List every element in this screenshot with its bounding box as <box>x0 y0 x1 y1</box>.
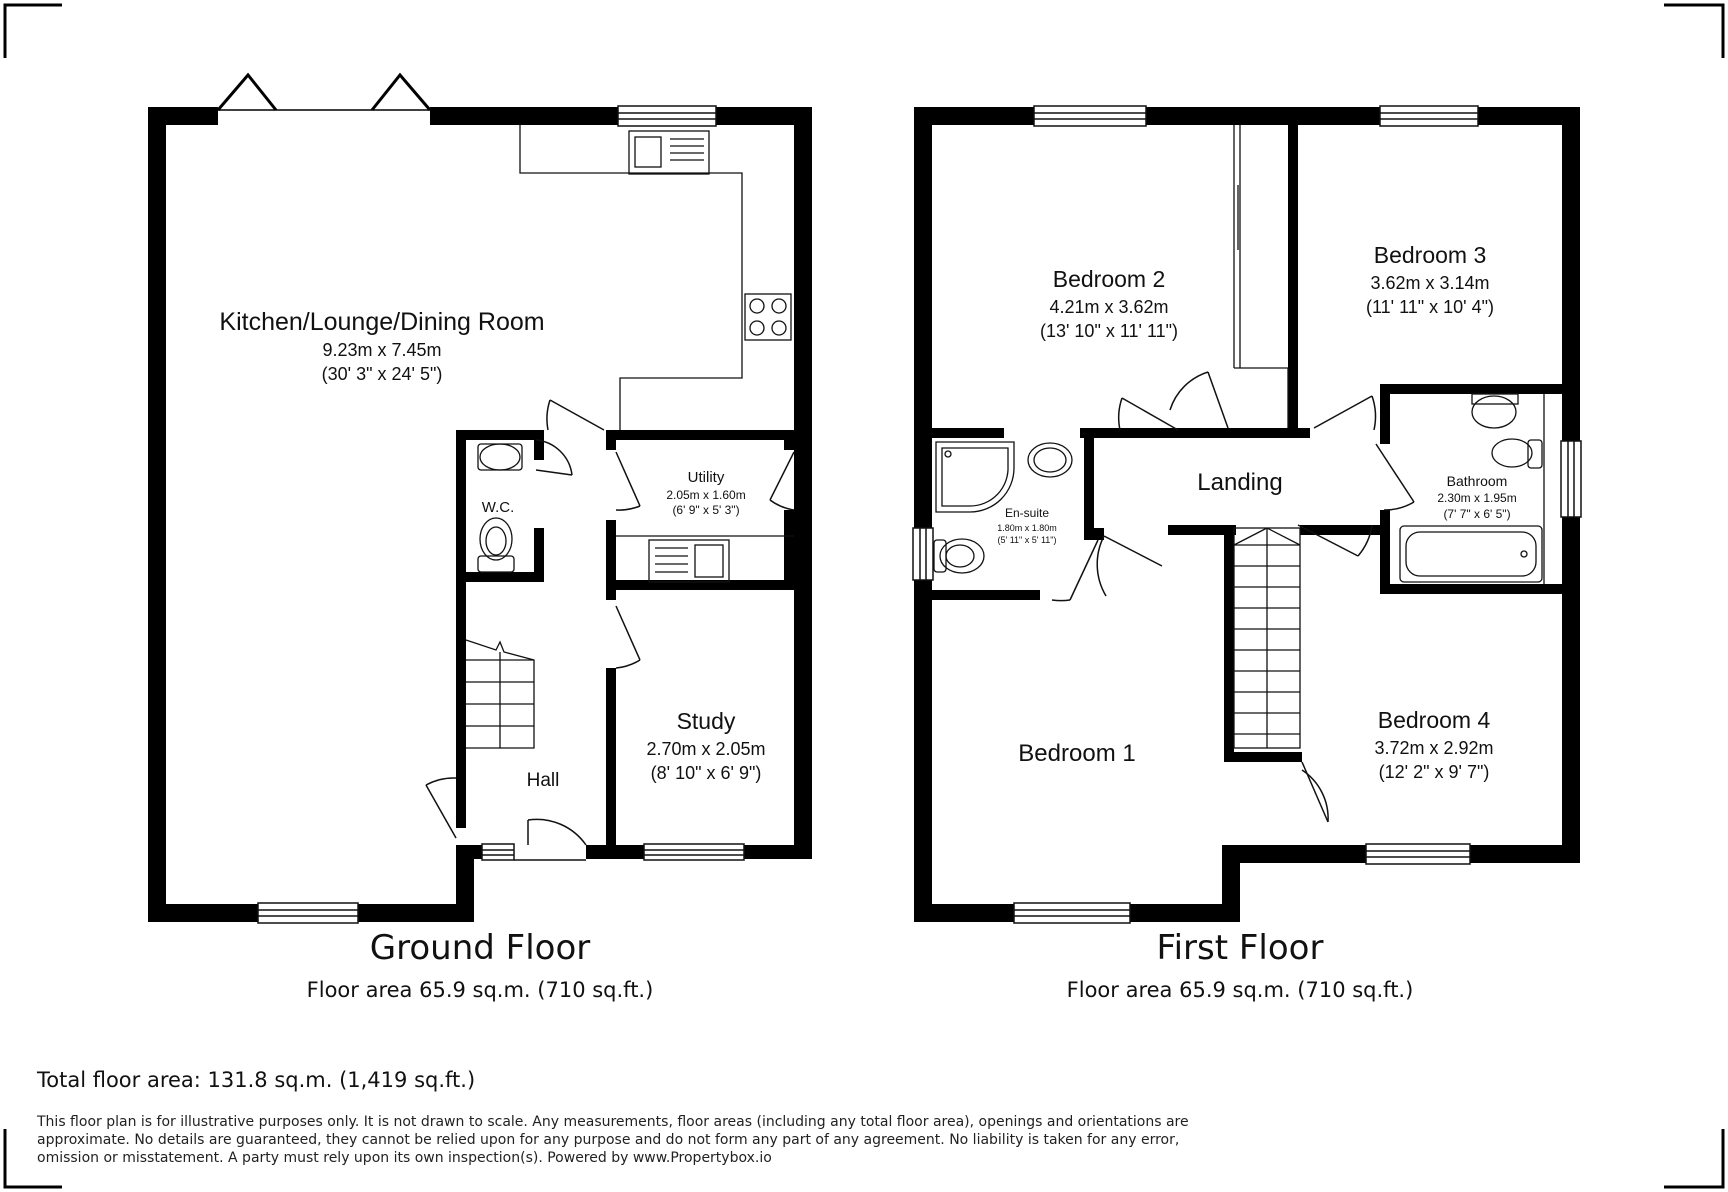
ground-exterior-walls <box>148 107 812 922</box>
room-dims-bedroom2: 4.21m x 3.62m <box>1049 297 1168 317</box>
ground-interior-walls <box>456 430 794 845</box>
room-imperial-bedroom4: (12' 2" x 9' 7") <box>1379 762 1490 782</box>
first-floor-plan <box>912 105 1582 924</box>
first-staircase <box>1233 527 1301 749</box>
ground-staircase <box>465 639 535 749</box>
disclaimer: This floor plan is for illustrative purp… <box>37 1113 1189 1167</box>
utility-worktop <box>616 535 794 583</box>
wc-fixtures <box>477 443 523 573</box>
first-floor-area: Floor area 65.9 sq.m. (710 sq.ft.) <box>1066 978 1414 1002</box>
room-name-kitchen: Kitchen/Lounge/Dining Room <box>219 308 544 336</box>
disclaimer-line-3: omission or misstatement. A party must r… <box>37 1150 772 1166</box>
room-name-study: Study <box>677 708 736 734</box>
room-dims-study: 2.70m x 2.05m <box>646 739 765 759</box>
room-dims-bathroom: 2.30m x 1.95m <box>1437 491 1516 505</box>
room-imperial-bedroom3: (11' 11" x 10' 4") <box>1366 297 1494 317</box>
first-doors <box>1051 371 1415 823</box>
room-imperial-bathroom: (7' 7" x 6' 5") <box>1443 507 1510 521</box>
corner-marks <box>3 3 1725 1189</box>
room-dims-ensuite: 1.80m x 1.80m <box>997 523 1057 533</box>
first-windows <box>912 105 1582 924</box>
kitchen-units <box>519 125 792 430</box>
ground-doors <box>425 399 795 861</box>
room-imperial-study: (8' 10" x 6' 9") <box>651 763 762 783</box>
room-imperial-ensuite: (5' 11" x 5' 11") <box>997 535 1056 545</box>
bathroom-fixtures <box>1399 393 1545 584</box>
total-floor-area: Total floor area: 131.8 sq.m. (1,419 sq.… <box>37 1068 476 1092</box>
room-dims-bedroom4: 3.72m x 2.92m <box>1374 738 1493 758</box>
room-name-wc: W.C. <box>482 499 515 516</box>
room-name-bedroom3: Bedroom 3 <box>1374 242 1487 268</box>
room-name-ensuite: En-suite <box>1005 506 1049 520</box>
first-floor-title: First Floor <box>1156 928 1324 968</box>
room-imperial-bedroom2: (13' 10" x 11' 11") <box>1040 321 1178 341</box>
room-name-hall: Hall <box>527 770 560 791</box>
ground-windows <box>257 105 745 924</box>
room-name-utility: Utility <box>688 469 725 486</box>
room-name-bedroom2: Bedroom 2 <box>1053 266 1166 292</box>
patio-doors <box>216 72 432 111</box>
room-name-bedroom1: Bedroom 1 <box>1018 740 1135 767</box>
disclaimer-line-2: approximate. No details are guaranteed, … <box>37 1132 1180 1148</box>
room-name-landing: Landing <box>1197 469 1282 496</box>
room-imperial-utility: (6' 9" x 5' 3") <box>672 503 739 517</box>
room-name-bathroom: Bathroom <box>1447 473 1508 489</box>
room-dims-bedroom3: 3.62m x 3.14m <box>1370 273 1489 293</box>
room-imperial-kitchen: (30' 3" x 24' 5") <box>322 364 443 384</box>
wardrobe <box>1233 125 1289 428</box>
first-interior-walls <box>932 125 1570 762</box>
room-name-bedroom4: Bedroom 4 <box>1378 707 1491 733</box>
first-exterior-walls <box>914 107 1580 922</box>
ground-floor-plan <box>148 72 812 924</box>
disclaimer-line-1: This floor plan is for illustrative purp… <box>37 1114 1189 1130</box>
ground-floor-area: Floor area 65.9 sq.m. (710 sq.ft.) <box>306 978 654 1002</box>
room-dims-utility: 2.05m x 1.60m <box>666 488 745 502</box>
room-labels: Kitchen/Lounge/Dining Room 9.23m x 7.45m… <box>219 242 1516 791</box>
ensuite-fixtures <box>933 441 1073 574</box>
room-dims-kitchen: 9.23m x 7.45m <box>322 340 441 360</box>
ground-floor-title: Ground Floor <box>369 928 591 968</box>
